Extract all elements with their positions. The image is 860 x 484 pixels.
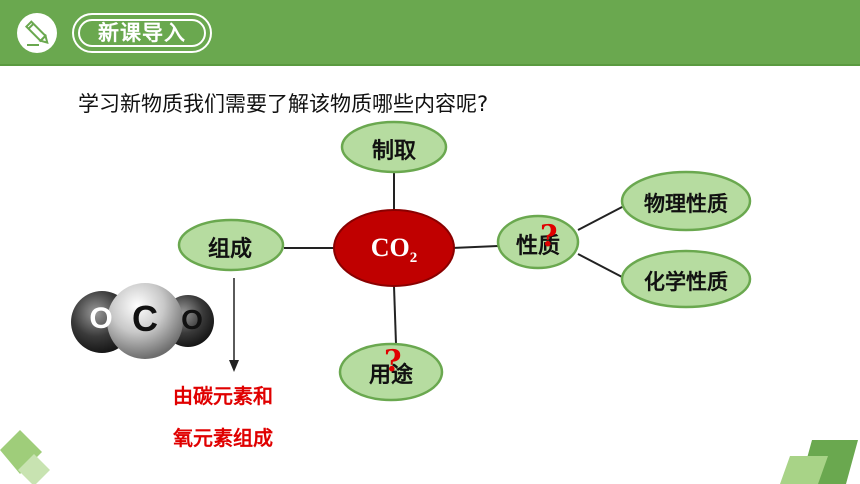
composition-note-line-2: 氧元素组成 bbox=[173, 426, 273, 450]
co2-formula: CO bbox=[370, 233, 410, 262]
node-composition bbox=[177, 218, 285, 272]
molecule-label-o-right: O bbox=[181, 304, 203, 335]
node-preparation bbox=[340, 120, 448, 174]
question-mark-properties: ? bbox=[540, 219, 558, 254]
label-properties: 性质 bbox=[515, 234, 560, 259]
node-physical bbox=[620, 170, 752, 232]
molecule-label-c: C bbox=[132, 298, 158, 339]
question-mark-uses: ? bbox=[384, 344, 402, 379]
label-chemical: 化学性质 bbox=[644, 270, 728, 294]
molecule-carbon bbox=[107, 283, 183, 359]
section-title-text: 新课导入 bbox=[98, 21, 186, 45]
label-composition: 组成 bbox=[207, 237, 252, 262]
composition-note-line-1: 由碳元素和 bbox=[173, 384, 273, 408]
label-preparation: 制取 bbox=[371, 139, 416, 164]
link-physical bbox=[577, 205, 625, 231]
molecule-label-o-left: O bbox=[89, 302, 113, 335]
link-uses bbox=[393, 285, 397, 345]
header-divider bbox=[0, 64, 860, 66]
node-co2 bbox=[333, 209, 455, 287]
node-uses bbox=[338, 342, 444, 402]
arrow-head bbox=[229, 360, 239, 372]
label-uses: 用途 bbox=[368, 363, 413, 388]
question-text: 学习新物质我们需要了解该物质哪些内容呢? bbox=[78, 92, 489, 116]
corner-parallelogram-light bbox=[780, 456, 828, 484]
link-properties bbox=[451, 245, 499, 249]
co2-label: CO2 bbox=[334, 210, 454, 286]
corner-diamond-small bbox=[18, 454, 50, 484]
section-title: 新课导入 bbox=[72, 13, 212, 53]
section-title-inner-ring bbox=[78, 19, 206, 47]
link-chemical bbox=[577, 253, 625, 279]
node-chemical bbox=[620, 249, 752, 309]
pencil-icon bbox=[17, 13, 57, 53]
corner-diamond-large bbox=[0, 430, 42, 474]
node-properties bbox=[496, 214, 580, 270]
co2-subscript: 2 bbox=[409, 250, 418, 267]
label-physical: 物理性质 bbox=[644, 192, 728, 216]
